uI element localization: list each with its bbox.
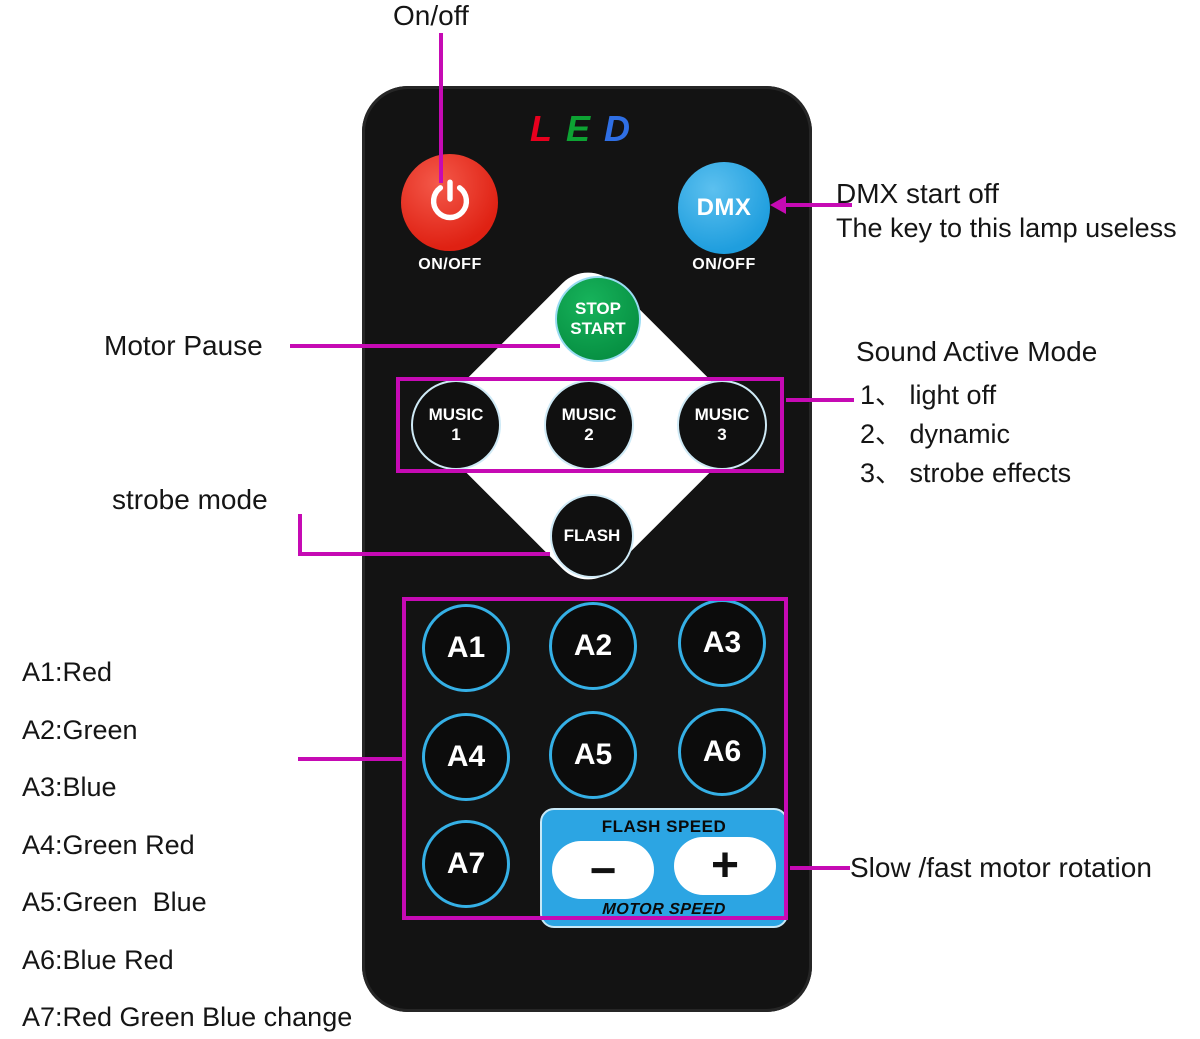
a4-button[interactable]: A4 [422,713,510,801]
sound-active-item: 1、 light off [860,380,997,410]
motor-rotation-pointer-line [790,866,850,870]
music-2-number: 2 [584,425,594,444]
stop-start-label-top: STOP [575,299,621,319]
power-icon [426,177,474,228]
a7-button[interactable]: A7 [422,820,510,908]
sound-active-item: 3、 strobe effects [860,458,1072,488]
logo-letter-e: E [565,108,604,149]
music-1-button[interactable]: MUSIC 1 [411,380,501,470]
led-logo: LED [362,108,812,150]
sound-active-title: Sound Active Mode [856,336,1098,367]
speed-panel: FLASH SPEED − + MOTOR SPEED [540,808,788,928]
stop-start-label-bottom: START [570,319,626,338]
music-highlight-box [396,377,784,473]
sound-active-pointer-line [786,398,854,402]
remote-body: LED ON/OFF DMX ON/OFF STOP START MUSIC 1… [362,86,812,1012]
minus-icon: − [589,844,617,896]
annotation-motor-rotation: Slow /fast motor rotation [850,852,1152,883]
dmx-onoff-label: ON/OFF [692,256,756,273]
annotation-motor-pause: Motor Pause [104,330,263,361]
dmx-pointer-line [784,203,852,207]
legend-item-a6: A6:Blue Red [22,944,174,975]
a-legend-pointer-line [298,757,404,761]
music-2-label: MUSIC [561,404,617,424]
stop-start-button[interactable]: STOP START [555,276,641,362]
a-buttons-highlight-box [402,597,788,920]
legend-item-a5: A5:Green Blue [22,887,207,917]
legend-item-a7: A7:Red Green Blue change [22,1002,353,1032]
a5-button[interactable]: A5 [549,711,637,799]
a1-button[interactable]: A1 [422,604,510,692]
music-3-number: 3 [717,425,727,444]
logo-letter-d: D [604,108,644,149]
a6-button[interactable]: A6 [678,708,766,796]
dmx-button[interactable]: DMX [678,162,770,254]
dmx-arrowhead-icon [770,196,786,214]
power-button[interactable] [401,154,498,251]
sound-active-list: 1、 light off 2、 dynamic 3、 strobe effect… [860,373,1071,490]
plus-icon: + [710,839,740,892]
legend-item-a4: A4:Green Red [22,829,195,860]
music-2-button[interactable]: MUSIC 2 [544,380,634,470]
dmx-annotation-title: DMX start off [836,178,999,209]
annotation-strobe-mode: strobe mode [112,484,268,515]
a-legend: A1:Red A2:Green A3:Blue A4:Green Red A5:… [22,657,352,1039]
music-3-label: MUSIC [694,404,750,424]
legend-item-a2: A2:Green [22,714,138,745]
a2-button[interactable]: A2 [549,602,637,690]
legend-item-a1: A1:Red [22,657,113,687]
minus-button[interactable]: − [552,841,654,899]
motor-pause-pointer-line [290,344,560,348]
music-1-label: MUSIC [428,404,484,424]
music-1-number: 1 [451,425,461,444]
plus-button[interactable]: + [674,837,776,895]
flash-button[interactable]: FLASH [550,494,634,578]
power-onoff-label: ON/OFF [418,256,482,273]
legend-item-a3: A3:Blue [22,772,117,802]
strobe-pointer-line-vertical [298,514,302,556]
a3-button[interactable]: A3 [678,599,766,687]
logo-letter-l: L [529,108,566,149]
on-off-pointer-line [439,33,443,183]
flash-speed-label: FLASH SPEED [601,817,727,836]
dmx-annotation-subtitle: The key to this lamp useless [836,213,1177,243]
strobe-pointer-line-horizontal [298,552,550,556]
annotation-on-off: On/off [393,0,469,31]
music-3-button[interactable]: MUSIC 3 [677,380,767,470]
sound-active-item: 2、 dynamic [860,419,1011,449]
